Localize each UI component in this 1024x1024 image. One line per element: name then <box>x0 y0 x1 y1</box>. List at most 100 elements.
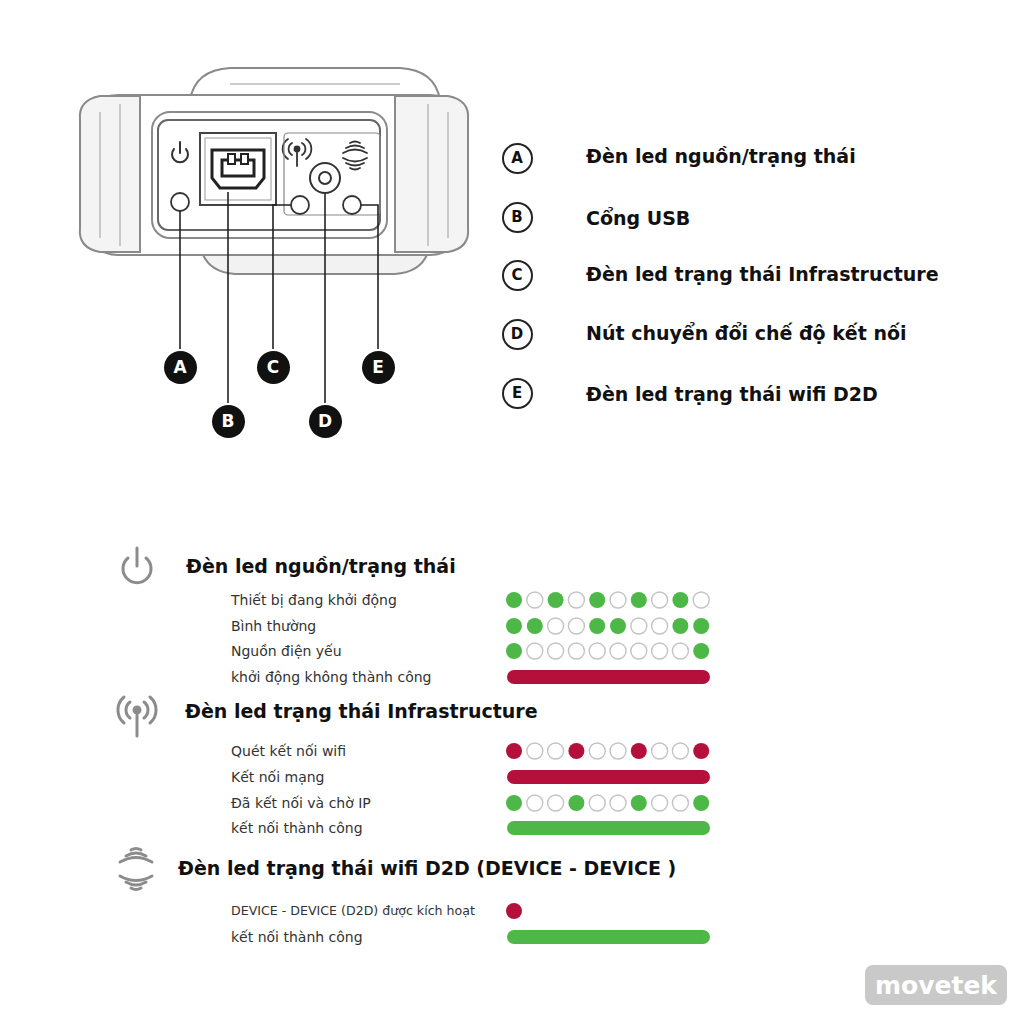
callout-letter: C <box>267 359 279 376</box>
led-blink-dot <box>568 743 584 759</box>
left-grip <box>80 96 140 252</box>
led-blink-dot <box>631 643 647 659</box>
led-blink-dot <box>631 795 647 811</box>
callout-letter: B <box>222 413 235 430</box>
grip-line <box>99 112 101 238</box>
led-blink-dot <box>610 643 626 659</box>
led-blink-dot <box>568 643 584 659</box>
power-icon <box>172 142 188 162</box>
label-heading: Cổng USB <box>586 207 690 230</box>
led-blink-dot <box>610 592 626 608</box>
led-blink-dot <box>589 743 605 759</box>
led-blink-dot <box>506 743 522 759</box>
callout-letter: B <box>511 210 522 225</box>
led-steady-bar <box>507 770 710 784</box>
leader-line <box>227 192 229 403</box>
callout-letter: A <box>173 359 186 376</box>
callout-badge: C <box>257 351 290 384</box>
callout-circle: A <box>502 143 533 174</box>
led-steady-bar <box>507 670 710 684</box>
state-label: Kết nối mạng <box>231 769 325 786</box>
right-grip <box>395 96 468 252</box>
state-label: kết nối thành công <box>231 929 363 946</box>
led-blink-dot <box>652 643 668 659</box>
led-blink-dot <box>527 643 543 659</box>
led-blink-dot <box>548 592 564 608</box>
d2d-icon <box>343 142 367 170</box>
led-blink-dot <box>548 643 564 659</box>
power-section-icon <box>123 548 151 583</box>
led-blink-dot <box>631 618 647 634</box>
led-hole <box>343 196 361 214</box>
led-blink-dot <box>589 618 605 634</box>
watermark-text: movetek <box>875 973 997 998</box>
callout-badge: A <box>164 351 197 384</box>
state-label: Bình thường <box>231 618 316 635</box>
led-hole <box>291 196 309 214</box>
led-blink-dot <box>693 795 709 811</box>
led-blink-dot <box>672 643 688 659</box>
callout-circle: D <box>502 319 533 350</box>
led-blink-dot <box>548 743 564 759</box>
label-heading: Đèn led nguồn/trạng thái <box>586 145 856 168</box>
callout-letter: E <box>512 386 522 401</box>
led-blink-dot <box>548 618 564 634</box>
led-blink-dot <box>589 592 605 608</box>
led-blink-dot <box>506 592 522 608</box>
antenna-icon <box>283 139 312 166</box>
led-steady-bar <box>507 930 710 944</box>
led-blink-dot <box>527 592 543 608</box>
led-blink-dot <box>589 643 605 659</box>
led-blink-dot <box>652 618 668 634</box>
leader-line <box>273 205 291 349</box>
callout-letter: E <box>372 359 384 376</box>
watermark-box: movetek <box>865 965 1007 1005</box>
led-blink-dot <box>672 592 688 608</box>
label-heading: Đèn led trạng thái Infrastructure <box>586 263 939 286</box>
led-blink-dot <box>693 643 709 659</box>
label-heading: Đèn led trạng thái wifi D2D (DEVICE - DE… <box>178 857 676 880</box>
callout-letter: A <box>511 151 523 166</box>
led-blink-dot <box>548 795 564 811</box>
callout-letter: D <box>511 327 523 342</box>
led-blink-dot <box>693 743 709 759</box>
grip-line <box>119 104 121 246</box>
state-label: Nguồn điện yếu <box>231 643 342 660</box>
grip-line <box>447 112 449 238</box>
led-blink-dot <box>527 743 543 759</box>
led-blink-dot <box>506 795 522 811</box>
led-blink-dot <box>631 743 647 759</box>
antenna-section-icon <box>118 697 156 736</box>
state-label: khởi động không thành công <box>231 669 431 686</box>
led-blink-dot <box>652 743 668 759</box>
leader-line <box>179 211 181 349</box>
led-blink-dot <box>610 618 626 634</box>
led-blink-dot <box>693 592 709 608</box>
grip-line <box>427 104 429 246</box>
callout-badge: B <box>212 405 245 438</box>
leader-line <box>324 194 326 403</box>
state-label: kết nối thành công <box>231 820 363 837</box>
callout-circle: C <box>502 260 533 291</box>
callout-letter: C <box>511 268 522 283</box>
state-label: Thiết bị đang khởi động <box>231 592 397 609</box>
led-blink-dot <box>568 592 584 608</box>
led-blink-dot <box>506 643 522 659</box>
mode-button <box>310 163 340 193</box>
label-heading: Đèn led trạng thái wifi D2D <box>586 383 878 406</box>
led-blink-dot <box>652 592 668 608</box>
led-blink-dot <box>527 618 543 634</box>
led-blink-dot <box>506 618 522 634</box>
switch-frame <box>284 133 380 215</box>
label-heading: Đèn led nguồn/trạng thái <box>186 555 456 578</box>
led-blink-dot <box>672 618 688 634</box>
callout-badge: D <box>309 405 342 438</box>
callout-badge: E <box>362 351 395 384</box>
callout-letter: D <box>318 413 332 430</box>
housing-body <box>80 95 468 255</box>
led-blink-dot <box>672 743 688 759</box>
state-label: Quét kết nối wifi <box>231 743 346 760</box>
panel-frame <box>152 112 387 238</box>
d2d-section-icon <box>120 849 152 890</box>
